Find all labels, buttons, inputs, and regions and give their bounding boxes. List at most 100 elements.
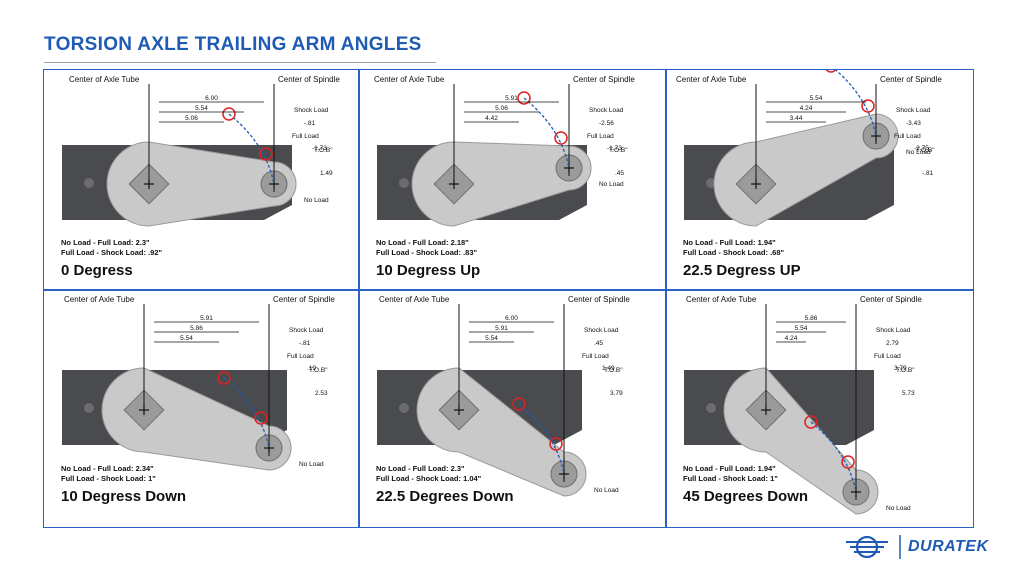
trailing-arm — [411, 141, 592, 227]
title-divider — [44, 62, 436, 63]
grid-divider-v1 — [358, 70, 360, 527]
shock-load-marker-icon — [512, 397, 526, 411]
dimension-label: -.81 — [922, 170, 934, 177]
dimension-label: 5.54 — [180, 335, 193, 342]
full-load-label: Full Load — [292, 133, 319, 140]
dimension-label: -.81 — [299, 340, 311, 347]
axle-center-label: Center of Axle Tube — [374, 75, 445, 84]
dimension-label: 5.54 — [485, 335, 498, 342]
dimension-label: 5.54 — [795, 325, 808, 332]
load-note: No Load - Full Load: 1.94" — [683, 238, 776, 247]
panel-heading: 45 Degrees Down — [683, 488, 809, 505]
axle-center-label: Center of Axle Tube — [686, 295, 757, 304]
dimension-label: 5.91 — [495, 325, 508, 332]
dimension-label: -1.73 — [312, 145, 327, 152]
full-load-marker-icon — [841, 455, 855, 469]
full-load-marker-icon — [554, 131, 568, 145]
tob-label: T.O.B" — [896, 367, 915, 374]
dimension-label: 5.91 — [200, 315, 213, 322]
spindle-center-label: Center of Spindle — [880, 75, 942, 84]
dimension-label: 3.79 — [610, 390, 623, 397]
travel-path — [518, 403, 565, 475]
tob-label: T.O.B" — [609, 147, 628, 154]
dimension-label: -1.73 — [607, 145, 622, 152]
dimension-label: 1.49 — [320, 170, 333, 177]
dimension-label: 5.91 — [505, 95, 518, 102]
full-load-label: Full Load — [287, 353, 314, 360]
shock-load-label: Shock Load — [289, 327, 324, 334]
duratek-logo-icon — [846, 535, 901, 559]
dimension-label: 6.00 — [505, 315, 518, 322]
spindle-center-label: Center of Spindle — [278, 75, 340, 84]
no-load-label: No Load — [906, 149, 931, 156]
full-load-label: Full Load — [874, 353, 901, 360]
dimension-label: -2.75 — [914, 145, 929, 152]
axle-center-label: Center of Axle Tube — [64, 295, 135, 304]
load-note: Full Load - Shock Load: 1.04" — [376, 474, 482, 483]
shock-load-marker-icon — [217, 371, 231, 385]
travel-path — [228, 113, 275, 185]
dimension-label: 5.06 — [495, 105, 508, 112]
load-note: No Load - Full Load: 2.18" — [376, 238, 469, 247]
dimension-label: .45 — [594, 340, 603, 347]
spindle-center-label: Center of Spindle — [573, 75, 635, 84]
full-load-marker-icon — [259, 147, 273, 161]
no-load-label: No Load — [299, 461, 324, 468]
shock-load-marker-icon — [517, 91, 531, 105]
panel-heading: 22.5 Degrees Down — [376, 488, 514, 505]
full-load-marker-icon — [254, 411, 268, 425]
dimension-label: 5.86 — [805, 315, 818, 322]
shock-load-label: Shock Load — [876, 327, 911, 334]
no-load-label: No Load — [599, 181, 624, 188]
grid-divider-v2 — [665, 70, 667, 527]
travel-path — [523, 97, 570, 169]
dimension-label: .19 — [307, 365, 316, 372]
load-note: No Load - Full Load: 1.94" — [683, 464, 776, 473]
panel-heading: 10 Degress Down — [61, 488, 187, 505]
spindle-center-label: Center of Spindle — [860, 295, 922, 304]
dimension-label: 5.73 — [902, 390, 915, 397]
full-load-marker-icon — [861, 99, 875, 113]
page-title: TORSION AXLE TRAILING ARM ANGLES — [44, 34, 422, 55]
load-note: Full Load - Shock Load: .83" — [376, 248, 478, 257]
no-load-label: No Load — [594, 487, 619, 494]
dimension-label: 3.79 — [894, 365, 907, 372]
shock-load-marker-icon — [804, 415, 818, 429]
load-note: Full Load - Shock Load: 1" — [61, 474, 156, 483]
travel-path — [810, 421, 857, 493]
dimension-label: 4.24 — [800, 105, 813, 112]
dimension-label: -3.43 — [906, 120, 921, 127]
dimension-label: 5.54 — [810, 95, 823, 102]
trailing-arm — [106, 141, 297, 227]
shock-load-marker-icon — [825, 70, 837, 73]
load-note: No Load - Full Load: 2.34" — [61, 464, 154, 473]
dimension-label: 5.54 — [195, 105, 208, 112]
dimension-label: -.81 — [304, 120, 316, 127]
trailing-arm — [101, 367, 292, 471]
panel-heading: 0 Degress — [61, 262, 133, 279]
shock-load-marker-icon — [222, 107, 236, 121]
full-load-marker-icon — [549, 437, 563, 451]
load-note: No Load - Full Load: 2.3" — [376, 464, 465, 473]
dimension-label: 3.44 — [790, 115, 803, 122]
dimension-label: 5.06 — [185, 115, 198, 122]
load-note: No Load - Full Load: 2.3" — [61, 238, 150, 247]
panel-heading: 22.5 Degress UP — [683, 262, 801, 279]
full-load-label: Full Load — [582, 353, 609, 360]
no-load-label: No Load — [304, 197, 329, 204]
full-load-label: Full Load — [587, 133, 614, 140]
dimension-label: 5.86 — [190, 325, 203, 332]
tob-label: T.O.B" — [916, 147, 935, 154]
load-note: Full Load - Shock Load: .68" — [683, 248, 785, 257]
